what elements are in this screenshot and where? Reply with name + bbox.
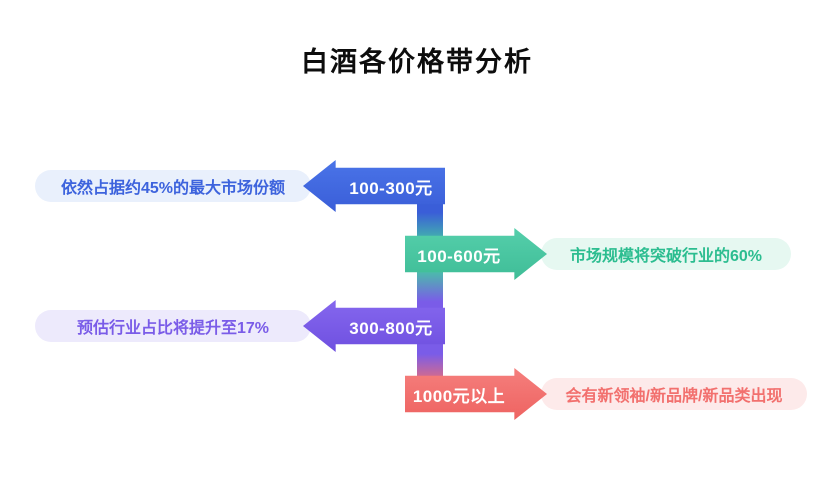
price-band-arrow-300-800: 300-800元 — [303, 300, 445, 352]
note-text: 会有新领袖/新品牌/新品类出现 — [565, 388, 783, 405]
price-band-arrow-1000plus: 1000元以上 — [405, 368, 547, 420]
note-text: 依然占据约45%的最大市场份额 — [60, 180, 286, 197]
price-band-label: 1000元以上 — [412, 386, 506, 406]
note-pill-300-800: 预估行业占比将提升至17% — [35, 310, 311, 342]
price-band-label: 100-300元 — [349, 178, 433, 198]
note-text: 市场规模将突破行业的60% — [569, 248, 763, 265]
price-band-arrow-100-600: 100-600元 — [405, 228, 547, 280]
price-band-label: 300-800元 — [349, 318, 433, 338]
note-pill-1000plus: 会有新领袖/新品牌/新品类出现 — [541, 378, 807, 410]
note-pill-100-300: 依然占据约45%的最大市场份额 — [35, 170, 311, 202]
note-pill-100-600: 市场规模将突破行业的60% — [541, 238, 791, 270]
price-band-arrow-100-300: 100-300元 — [303, 160, 445, 212]
note-text: 预估行业占比将提升至17% — [76, 320, 270, 337]
price-band-label: 100-600元 — [417, 246, 501, 266]
page-title: 白酒各价格带分析 — [301, 47, 533, 77]
